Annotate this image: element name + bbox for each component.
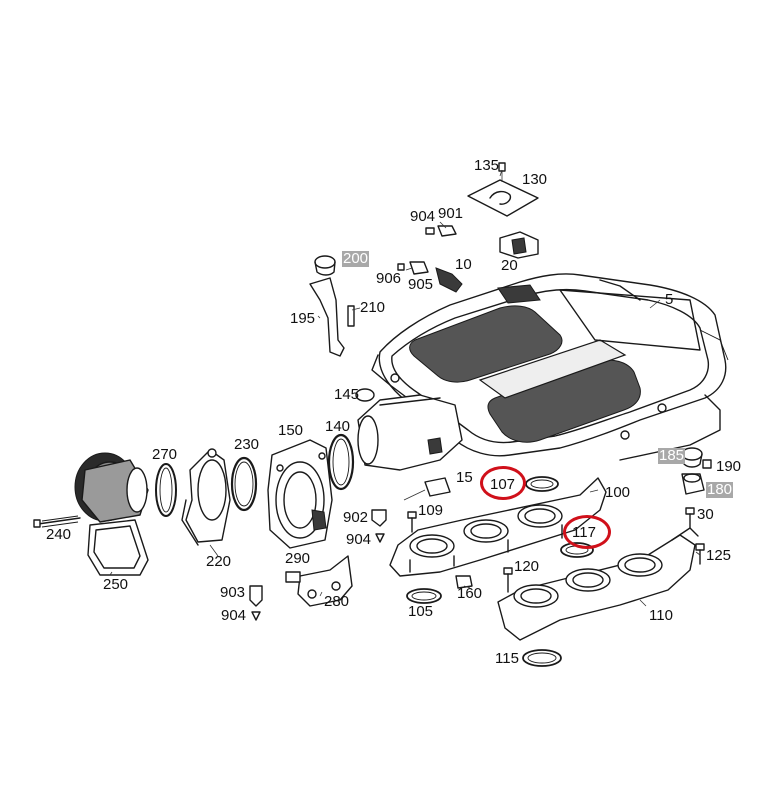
part-label-290: 290 bbox=[285, 550, 311, 567]
part-label-120: 120 bbox=[514, 558, 540, 575]
part-label-145: 145 bbox=[334, 386, 360, 403]
connector-901-drawing bbox=[425, 225, 457, 237]
fitting-185-180-drawing bbox=[681, 447, 712, 495]
part-label-160: 160 bbox=[457, 585, 483, 602]
part-label-195: 195 bbox=[290, 310, 316, 327]
bolts-drawing bbox=[407, 507, 705, 593]
part-label-180: 180 bbox=[706, 481, 734, 498]
part-label-904: 904 bbox=[410, 208, 436, 225]
part-label-200: 200 bbox=[342, 250, 370, 267]
highlight-circle-117 bbox=[563, 515, 611, 549]
seal-ring-140-drawing bbox=[327, 433, 355, 491]
part-label-230: 230 bbox=[234, 436, 260, 453]
part-label-125: 125 bbox=[706, 547, 732, 564]
fitting-903-drawing bbox=[249, 585, 263, 621]
gasket-115-drawing bbox=[522, 649, 562, 667]
part-label-105: 105 bbox=[408, 603, 434, 620]
lower-manifold-110-drawing bbox=[497, 527, 699, 641]
part-label-109: 109 bbox=[418, 502, 444, 519]
part-label-10: 10 bbox=[455, 256, 472, 273]
part-label-210: 210 bbox=[360, 299, 386, 316]
part-label-110: 110 bbox=[649, 607, 673, 624]
part-label-901: 901 bbox=[438, 205, 464, 222]
part-label-100: 100 bbox=[605, 484, 631, 501]
part-label-130: 130 bbox=[522, 171, 548, 188]
bracket-195-drawing bbox=[309, 255, 355, 357]
part-label-30: 30 bbox=[697, 506, 714, 523]
part-label-115: 115 bbox=[495, 650, 519, 667]
part-label-902: 902 bbox=[343, 509, 369, 526]
sensor-10-drawing bbox=[397, 261, 463, 293]
part-label-280: 280 bbox=[324, 593, 350, 610]
throttle-body-150-drawing bbox=[267, 439, 333, 549]
fitting-902-drawing bbox=[371, 509, 387, 543]
part-label-190: 190 bbox=[716, 458, 742, 475]
part-label-220: 220 bbox=[206, 553, 232, 570]
gasket-105-drawing bbox=[406, 588, 442, 604]
leader-lines bbox=[109, 169, 701, 607]
part-label-906: 906 bbox=[376, 270, 402, 287]
part-label-903: 903 bbox=[220, 584, 246, 601]
part-label-904: 904 bbox=[221, 607, 247, 624]
throttle-housing-250-drawing bbox=[33, 452, 149, 576]
highlight-circle-107 bbox=[480, 466, 526, 500]
sensor-15-drawing bbox=[403, 477, 451, 501]
sensor-cover-plate-drawing bbox=[467, 162, 539, 217]
part-label-150: 150 bbox=[278, 422, 304, 439]
adapter-220-drawing bbox=[181, 448, 231, 546]
lower-manifold-100-drawing bbox=[389, 477, 607, 577]
intake-manifold-pipe-drawing bbox=[355, 388, 463, 471]
part-label-240: 240 bbox=[46, 526, 72, 543]
part-label-15: 15 bbox=[456, 469, 473, 486]
seal-ring-230-drawing bbox=[230, 456, 258, 512]
gasket-107-drawing bbox=[525, 476, 559, 492]
bracket-280-drawing bbox=[285, 555, 353, 607]
part-label-140: 140 bbox=[325, 418, 351, 435]
part-label-20: 20 bbox=[501, 257, 518, 274]
part-label-185: 185 bbox=[658, 447, 686, 464]
part-label-905: 905 bbox=[408, 276, 434, 293]
part-label-135: 135 bbox=[474, 157, 500, 174]
part-label-5: 5 bbox=[665, 291, 674, 308]
part-label-270: 270 bbox=[152, 446, 178, 463]
clamp-270-drawing bbox=[155, 463, 177, 517]
part-label-904: 904 bbox=[346, 531, 372, 548]
pressure-sensor-20-drawing bbox=[499, 231, 539, 259]
part-label-250: 250 bbox=[103, 576, 129, 593]
